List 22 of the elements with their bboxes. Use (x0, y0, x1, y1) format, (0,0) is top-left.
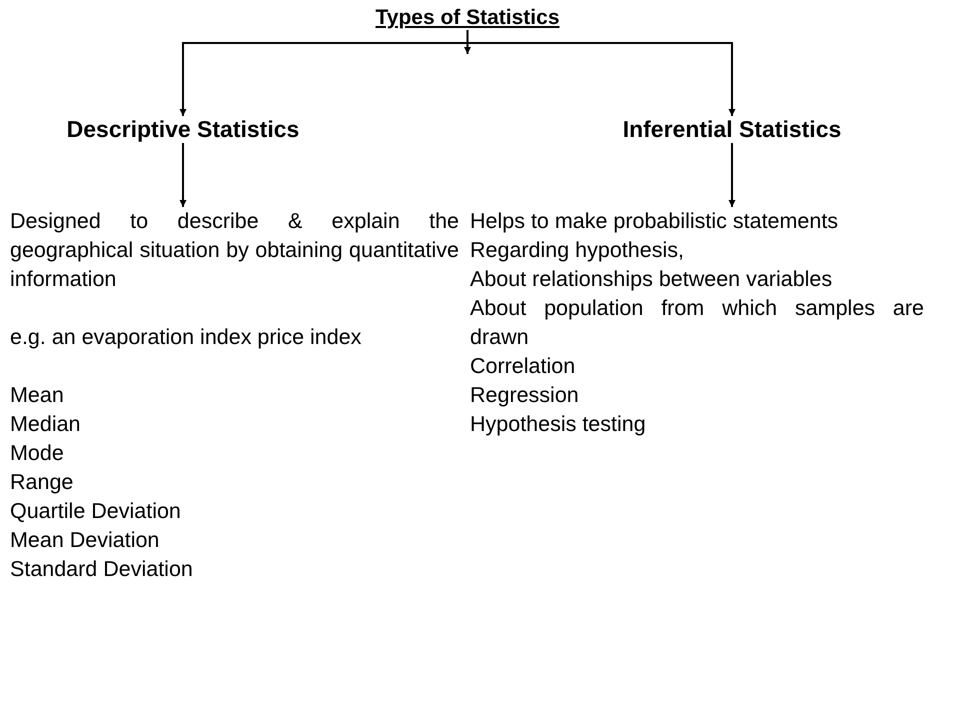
description-text: Mode (10, 440, 65, 467)
description-text: Regarding hypothesis, (470, 237, 685, 264)
arrow (728, 143, 736, 207)
description-text: About relationships between variables (470, 266, 834, 293)
description-text: Helps to make probabilistic statements (470, 208, 840, 235)
description-text: Mean Deviation (10, 527, 160, 554)
arrow (466, 30, 736, 116)
root-heading: Types of Statistics (376, 6, 560, 30)
category-heading: Inferential Statistics (622, 116, 842, 143)
description-text: Correlation (470, 353, 576, 380)
description-text: Quartile Deviation (10, 498, 182, 525)
arrow (180, 143, 186, 207)
description-text: Designed to describe & explain the geographical situation by obtaining quantitative information (10, 208, 459, 293)
description-text: Standard Deviation (10, 556, 194, 583)
description-text: About population from which samples are drawn (470, 295, 924, 351)
description-text: e.g. an evaporation index price index (10, 324, 362, 351)
description-text: Mean (10, 382, 65, 409)
description-text: Regression (470, 382, 580, 409)
description-text: Hypothesis testing (470, 411, 647, 438)
description-text: Median (10, 411, 82, 438)
category-heading: Descriptive Statistics (66, 116, 300, 143)
description-text: Range (10, 469, 74, 496)
